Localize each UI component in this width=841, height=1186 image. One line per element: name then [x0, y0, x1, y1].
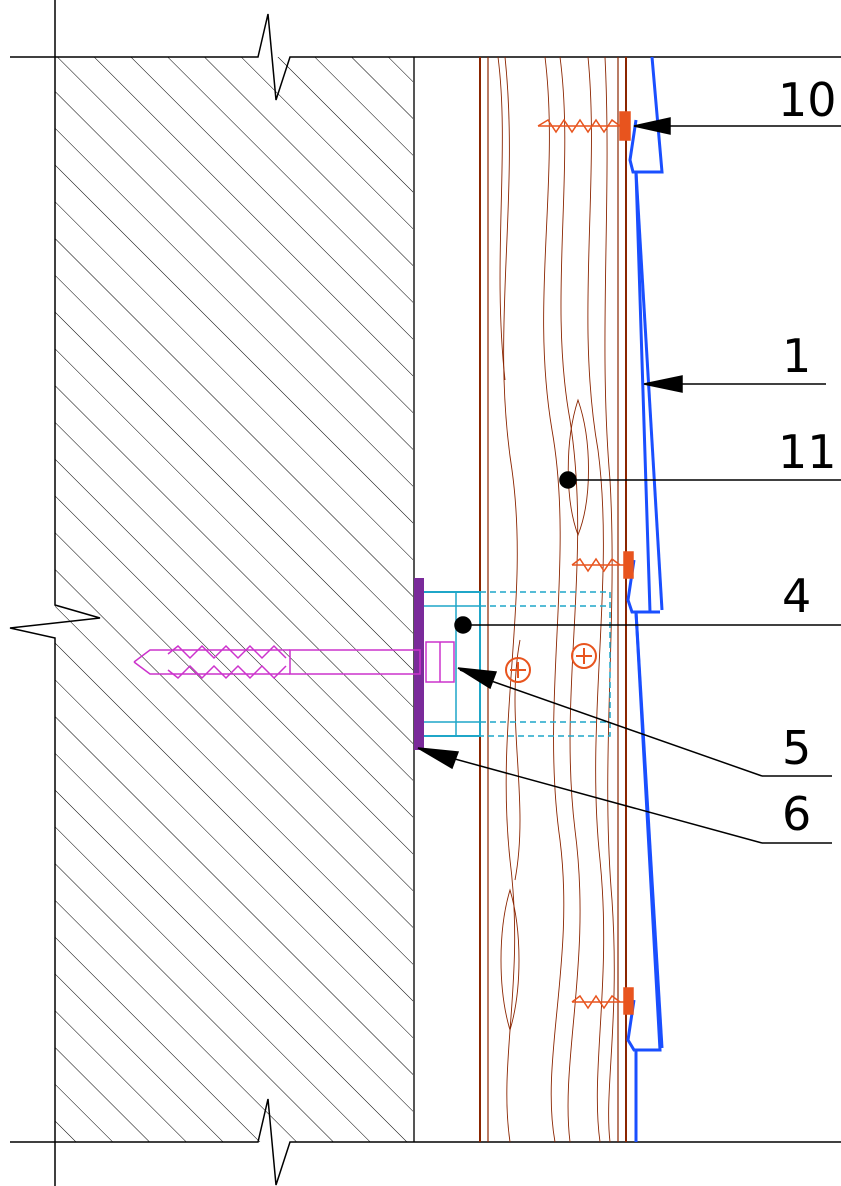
- timber-batten: [479, 56, 627, 1143]
- screw-middle: [571, 551, 634, 579]
- screw-bottom: [571, 987, 634, 1015]
- anchor-dowel: [133, 641, 455, 683]
- rivets: [505, 643, 597, 683]
- callout-10: 10: [778, 73, 837, 127]
- callout-6: 6: [782, 787, 811, 841]
- break-lines: [9, 0, 841, 1186]
- top-break-line: [10, 13, 841, 101]
- callout-1: 1: [782, 329, 811, 383]
- left-break-line: [9, 0, 101, 1186]
- callout-11: 11: [778, 425, 837, 479]
- callout-5: 5: [782, 721, 811, 775]
- siding-panel: [626, 56, 664, 1142]
- wood-grain: [497, 56, 615, 1143]
- bottom-break-line: [10, 1098, 841, 1186]
- leader-lines: [417, 117, 841, 844]
- callout-4: 4: [782, 569, 811, 623]
- isolation-pad: [414, 578, 424, 750]
- bracket: [421, 591, 611, 737]
- concrete-wall: [55, 57, 415, 1142]
- screw-top: [537, 111, 631, 141]
